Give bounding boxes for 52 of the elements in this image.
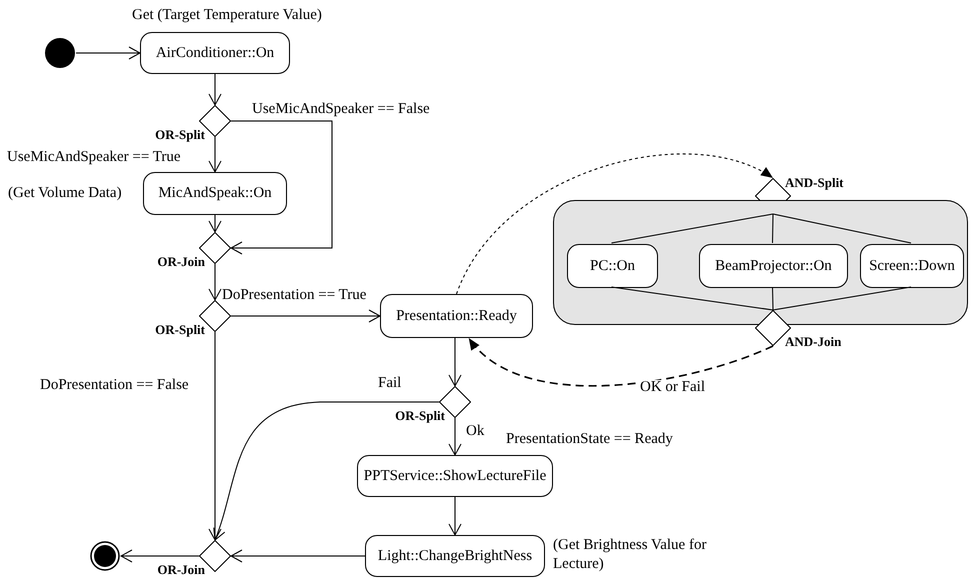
connector-line [772,286,912,310]
activity-box [143,172,287,215]
activity-label: BeamProjector::On [715,256,832,276]
activity-label: MicAndSpeak::On [158,184,272,203]
activity-box [567,244,658,288]
activity-label: Screen::Down [869,256,955,276]
connector-line [772,214,774,244]
guard-condition: PresentationState == Ready [506,432,673,447]
arrow [208,74,222,106]
arrow [448,496,462,536]
diamond-label: OR-Split [155,323,205,336]
annotation-text: (Get Brightness Value for Lecture) [553,536,708,574]
arrow [230,310,380,322]
annotation-text: Get (Target Temperature Value) [132,6,323,25]
arrow [76,46,140,60]
diamond-label: OR-Split [395,409,445,422]
activity-label: Light::ChangeBrightNess [378,546,532,566]
annotation-text: (Get Volume Data) [8,184,123,203]
diamond-label: OR-Join [157,255,205,268]
activity-box [357,455,553,497]
connector-line [611,286,774,310]
arrow [212,402,440,540]
activity-label: AirConditioner::On [156,44,274,62]
arrow [230,550,366,562]
activity-box [380,294,533,338]
diamond-label: OR-Join [157,563,205,576]
connector-line [772,286,774,310]
swimlane-region [553,200,968,325]
arrow [468,337,774,386]
arrow [448,338,462,386]
arrow [208,264,222,300]
arrow [208,214,222,232]
edge-label: UseMicAndSpeaker == False [252,102,430,117]
diamond-label: AND-Split [785,176,844,189]
arrow [120,550,200,562]
activity-box [140,32,290,74]
activity-label: PC::On [590,256,635,276]
activity-box [699,244,848,288]
diamond-label: OR-Split [155,128,205,141]
connector-line [772,214,912,244]
arrow [448,418,462,456]
activity-label: Presentation::Ready [396,306,517,326]
edge-label: UseMicAndSpeaker == True [7,150,181,165]
connector-line [611,214,774,244]
activity-label: PPTService::ShowLectureFile [364,466,546,486]
arrow [208,136,222,172]
arrow [456,154,774,294]
activity-box [860,244,964,288]
arrow [208,332,222,540]
activity-box [365,535,545,577]
diamond-label: AND-Join [785,335,842,348]
arrow [230,120,332,254]
